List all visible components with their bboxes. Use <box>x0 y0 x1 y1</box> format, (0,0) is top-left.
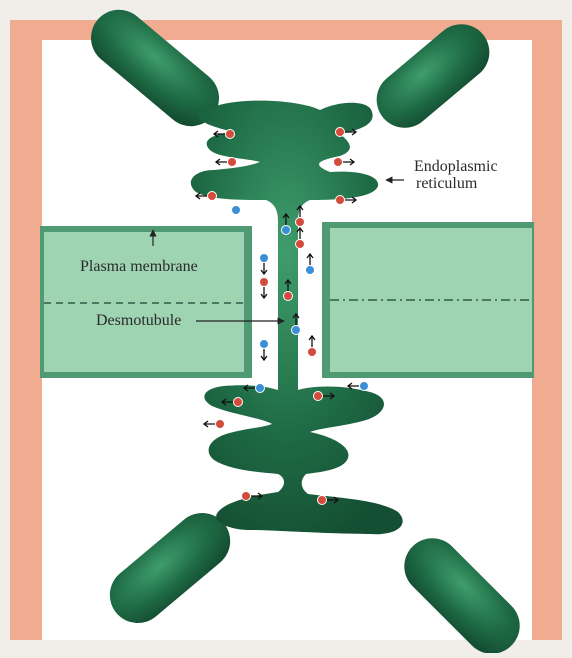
blue-molecule-icon <box>232 206 241 215</box>
er-label-line2: reticulum <box>416 175 477 193</box>
er-label-line1: Endoplasmic <box>414 158 498 176</box>
desmotubule-label: Desmotubule <box>96 312 181 330</box>
cell-wall-left-inner <box>44 232 244 372</box>
plasma-membrane-label: Plasma membrane <box>80 258 198 276</box>
